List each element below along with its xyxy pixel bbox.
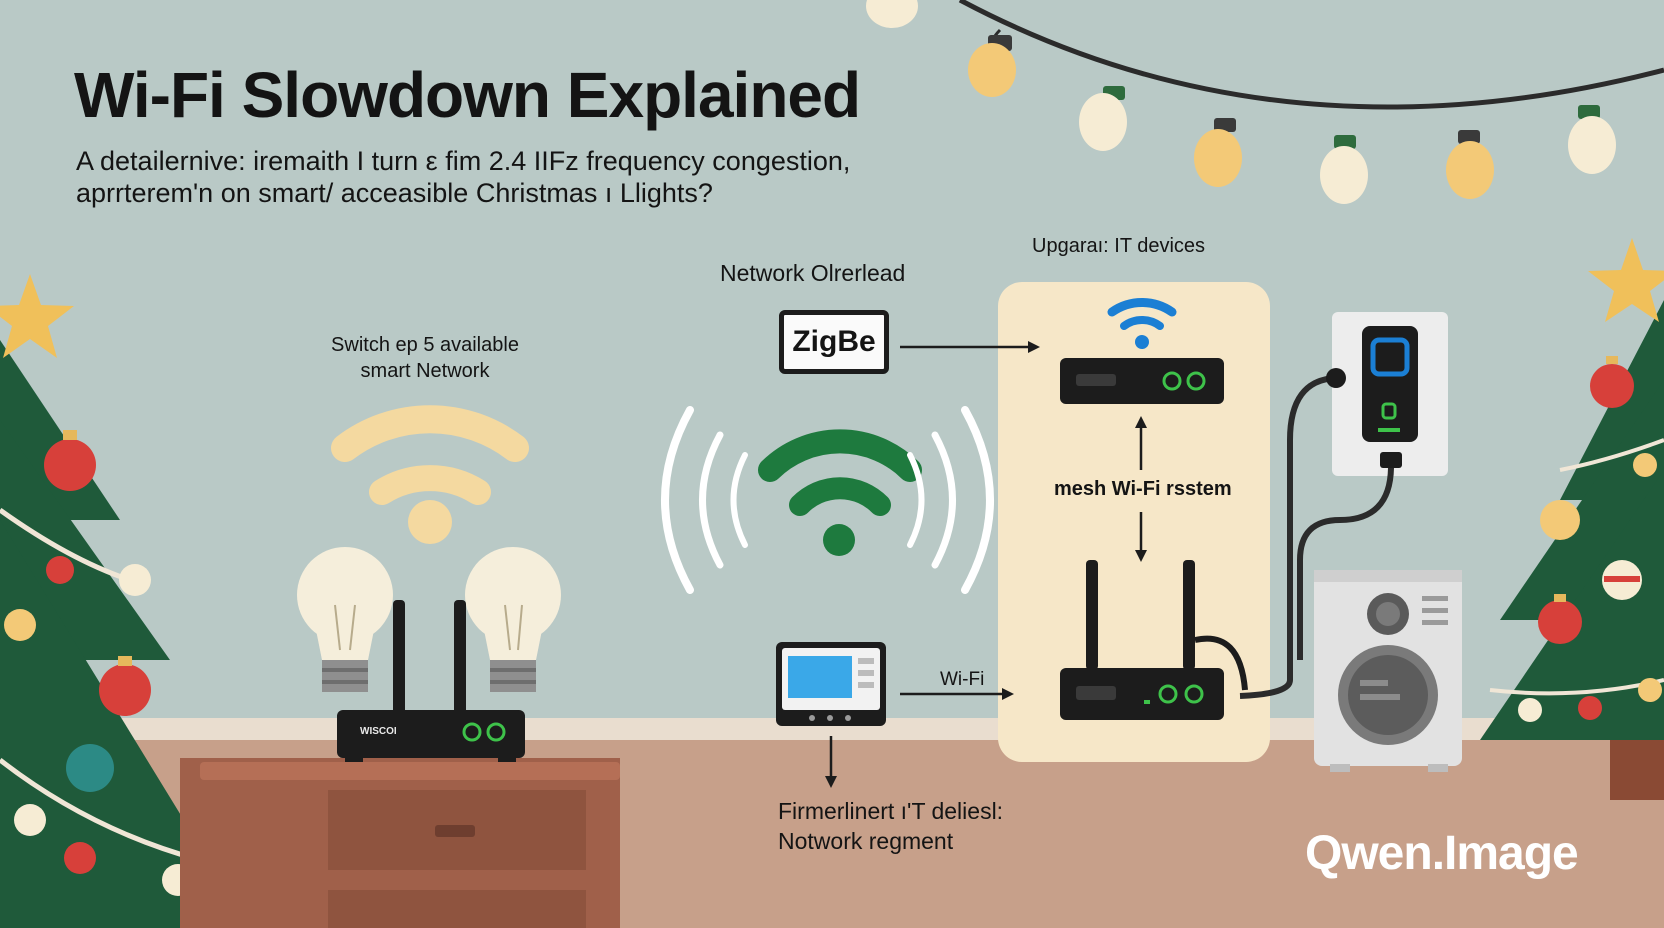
string-lights	[866, 0, 1664, 204]
arrow-icon	[825, 341, 1147, 788]
page-title: Wi-Fi Slowdown Explained	[74, 59, 861, 131]
router-icon	[337, 600, 525, 762]
upgrade-devices-label: Upgaraı: IT devices	[1032, 235, 1206, 257]
christmas-tree-right	[1480, 238, 1664, 800]
light-bulb-icon	[297, 547, 393, 692]
wifi-icon	[331, 405, 529, 544]
switch-label-line-1: Switch ep 5 available	[331, 334, 519, 356]
firmware-label-line-1: Firmerlinert ı'T deliesl:	[778, 798, 1004, 824]
router-icon	[1060, 358, 1224, 404]
speaker-icon	[1314, 570, 1462, 772]
network-overload-label: Network Olrerlead	[720, 260, 906, 286]
smart-plug-icon	[1239, 312, 1448, 699]
router-brand-label: WISCOI	[360, 726, 397, 737]
star-icon	[0, 274, 74, 358]
router-icon	[1060, 560, 1248, 720]
subtitle-line-2: aprrterem'n on smart/ acceasible Christm…	[76, 178, 713, 208]
wifi-icon	[661, 406, 994, 594]
zigbee-box: ZigBe	[779, 310, 889, 374]
zigbee-label: ZigBe	[792, 325, 876, 358]
mesh-system-label: mesh Wi-Fi rsstem	[1054, 478, 1232, 500]
brand-watermark: Qwen.Image	[1305, 827, 1579, 880]
firmware-label: Firmerlinert ı'T deliesl: Notwork regmen…	[778, 796, 1003, 856]
dresser	[180, 758, 620, 928]
subtitle-line-1: A detailernive: iremaith I turn ε fim 2.…	[76, 146, 851, 176]
switch-label-line-2: smart Network	[360, 360, 490, 382]
wifi-label: Wi-Fi	[940, 669, 985, 690]
switch-network-label: Switch ep 5 available smart Network	[300, 332, 550, 384]
firmware-label-line-2: Notwork regment	[778, 828, 954, 854]
wifi-icon	[1107, 298, 1177, 349]
light-bulb-icon	[465, 547, 561, 692]
star-icon	[1588, 238, 1664, 322]
tablet-icon	[776, 642, 886, 726]
